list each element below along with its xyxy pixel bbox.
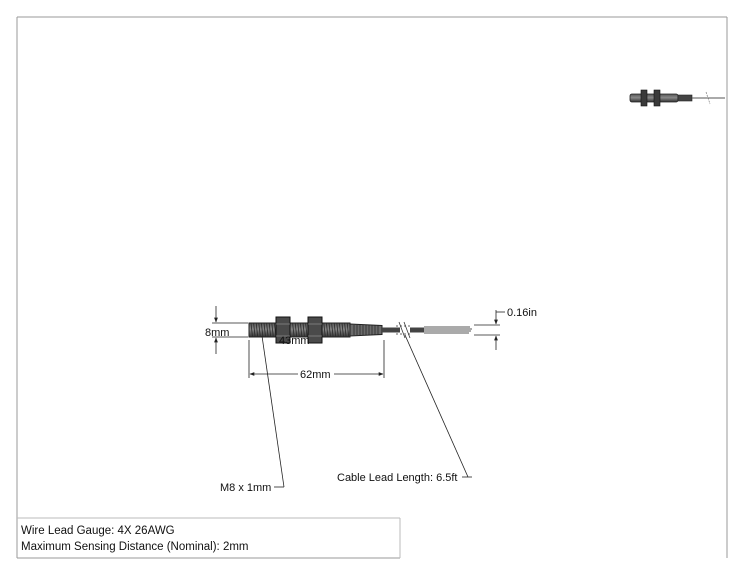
dim-thread-length-label: 43mm <box>279 335 310 347</box>
hex-nut-left <box>275 316 291 344</box>
sensor-side-view <box>248 316 472 344</box>
leader-cable-length <box>404 334 472 478</box>
hex-nut-right <box>307 316 323 344</box>
dim-wire-diameter <box>474 310 505 350</box>
thread-hatching <box>250 322 350 338</box>
sensing-distance-note: Maximum Sensing Distance (Nominal): 2mm <box>21 541 249 553</box>
thread-spec-label: M8 x 1mm <box>220 482 271 494</box>
cable-lead-label: Cable Lead Length: 6.5ft <box>337 472 457 484</box>
wire-leads <box>424 326 472 334</box>
drawing-frame <box>16 16 728 559</box>
sensor-thumbnail <box>629 89 725 107</box>
dim-overall-length-label: 62mm <box>300 369 331 381</box>
dim-diameter-label: 8mm <box>205 327 229 339</box>
cable-break-symbol <box>396 321 412 339</box>
leader-thread-spec <box>261 335 285 488</box>
dim-wire-diameter-label: 0.16in <box>507 307 537 319</box>
wire-gauge-note: Wire Lead Gauge: 4X 26AWG <box>21 525 175 537</box>
dim-overall-length <box>248 340 385 378</box>
dim-diameter <box>212 306 248 354</box>
